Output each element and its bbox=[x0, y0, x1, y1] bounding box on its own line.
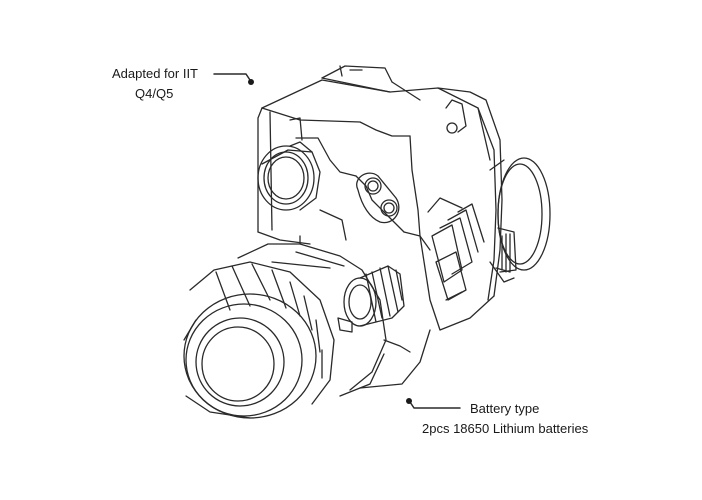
main-housing bbox=[257, 79, 491, 251]
side-panel bbox=[419, 87, 503, 331]
iit-callout-models: Q4/Q5 bbox=[135, 86, 174, 101]
battery-callout-label: Battery type bbox=[470, 401, 540, 416]
callout-iit-dot bbox=[248, 79, 254, 85]
focus-knob bbox=[343, 265, 405, 327]
iit-callout-label: Adapted for IIT bbox=[112, 66, 198, 81]
callout-battery-leader bbox=[409, 401, 461, 409]
control-buttons bbox=[356, 172, 400, 224]
objective-lens bbox=[183, 243, 431, 419]
callout-battery-dot bbox=[406, 398, 412, 404]
battery-callout-spec: 2pcs 18650 Lithium batteries bbox=[422, 421, 589, 436]
iit-adapter bbox=[257, 141, 321, 211]
callout-iit-leader bbox=[213, 73, 251, 81]
eyepiece bbox=[489, 157, 551, 283]
